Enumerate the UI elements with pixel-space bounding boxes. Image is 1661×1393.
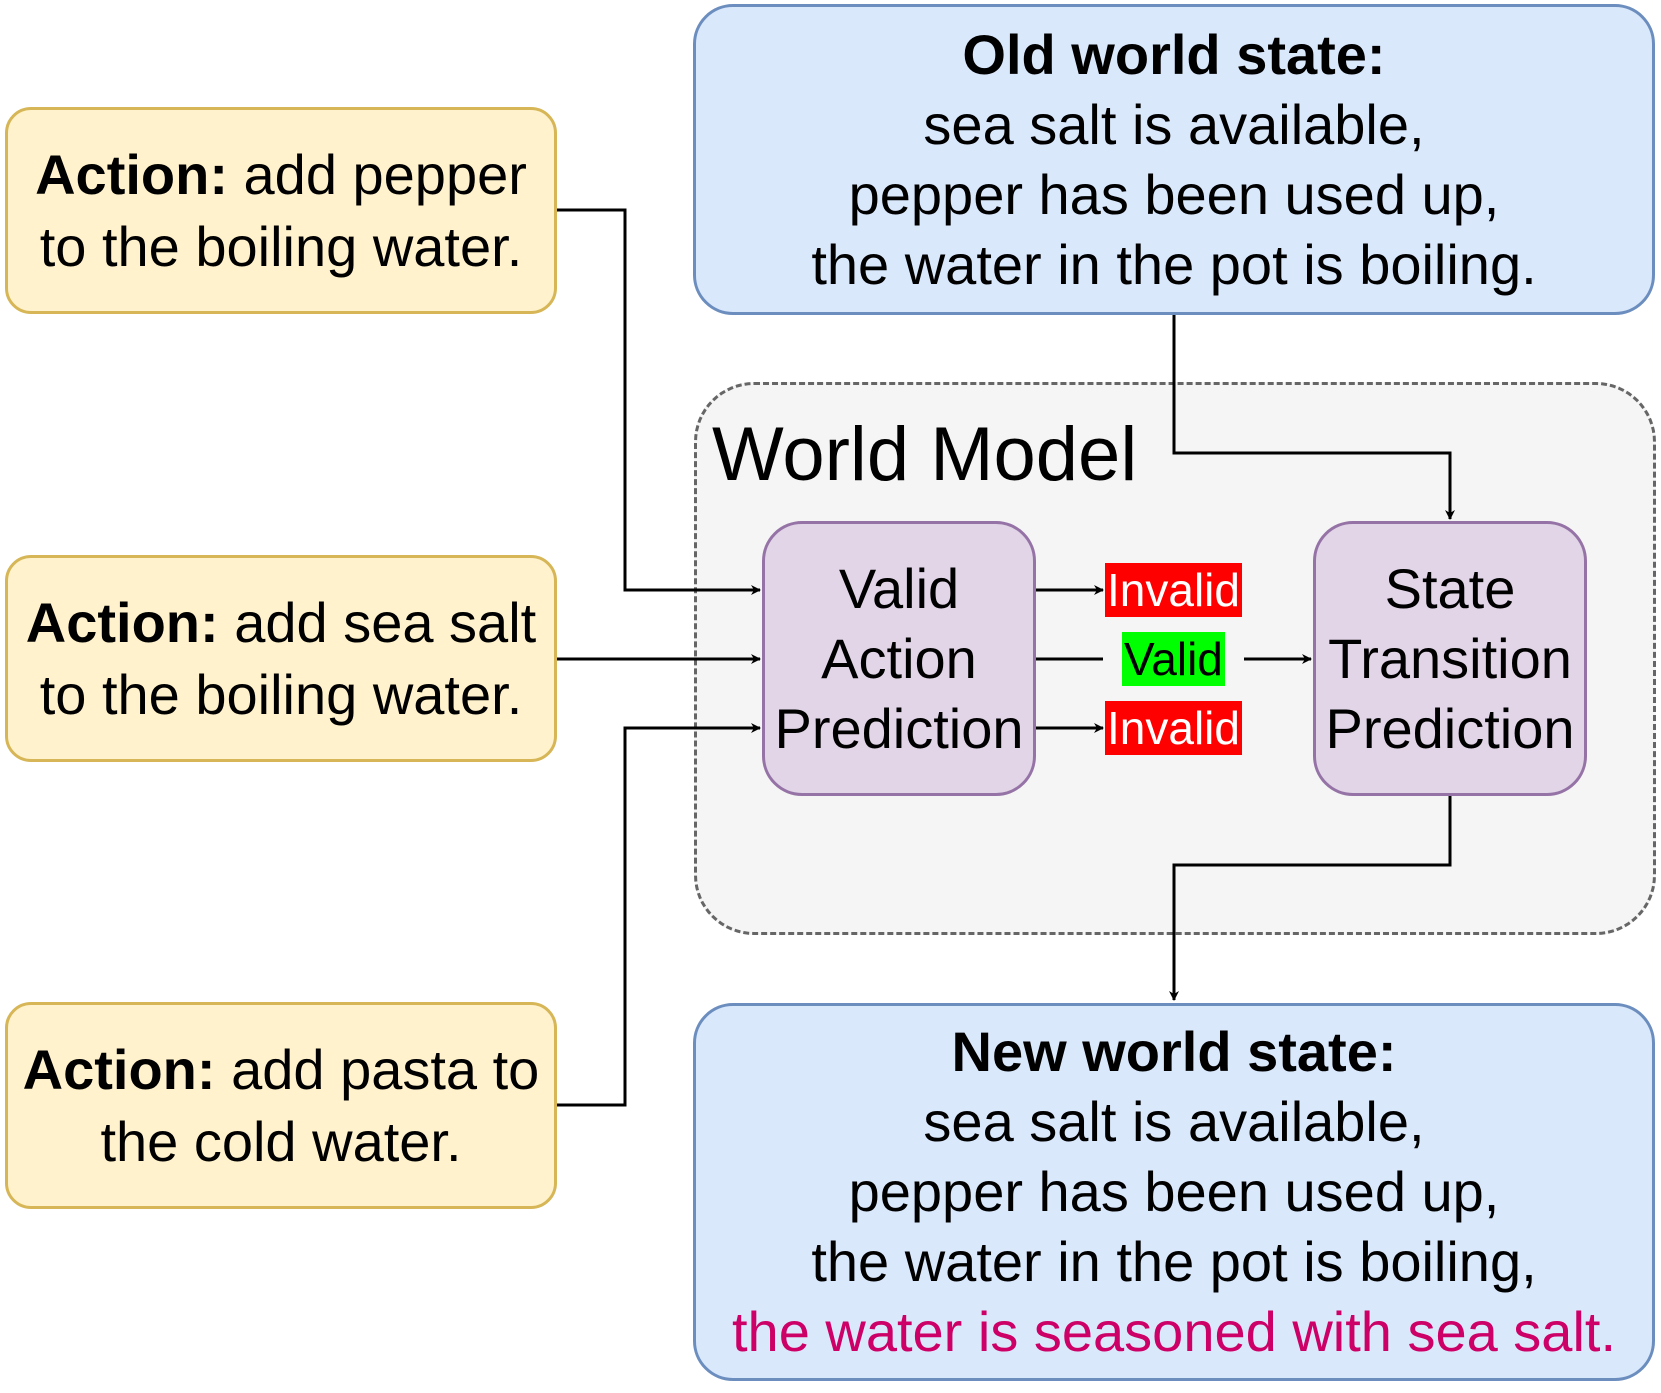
action-text: to the boiling water. — [39, 214, 523, 278]
old-world-state-box: Old world state: sea salt is available, … — [693, 4, 1655, 315]
process-label: Transition — [1328, 626, 1572, 690]
old-state-title: Old world state: — [962, 22, 1386, 86]
edge-action-pasta-to-valid-action — [557, 723, 761, 1107]
new-state-line: sea salt is available, — [923, 1090, 1425, 1153]
old-state-line: pepper has been used up, — [848, 162, 1500, 226]
action-box-sea-salt: Action: add sea salt to the boiling wate… — [5, 555, 557, 762]
new-world-state-box: New world state: sea salt is available, … — [693, 1003, 1655, 1381]
old-state-line: sea salt is available, — [923, 92, 1425, 156]
new-state-line: pepper has been used up, — [848, 1160, 1500, 1223]
state-transition-prediction-box: State Transition Prediction — [1313, 521, 1587, 796]
world-model-title: World Model — [712, 412, 1138, 497]
action-label: Action: — [35, 142, 228, 206]
action-text: to the boiling water. — [39, 662, 523, 726]
process-label: Prediction — [1325, 696, 1575, 760]
action-text: add pepper — [227, 142, 527, 206]
action-box-pepper: Action: add pepper to the boiling water. — [5, 107, 557, 314]
action-box-pasta: Action: add pasta to the cold water. — [5, 1002, 557, 1209]
edge-old-state-to-state-transition — [1172, 315, 1455, 520]
old-state-line: the water in the pot is boiling. — [811, 232, 1537, 296]
new-state-line: the water in the pot is boiling, — [811, 1230, 1537, 1293]
edge-action-pepper-to-valid-action — [557, 208, 761, 595]
new-state-title: New world state: — [951, 1020, 1397, 1083]
action-text: the cold water. — [100, 1109, 462, 1173]
process-label: Valid — [838, 556, 960, 620]
invalid-tag-bottom: Invalid — [1105, 701, 1242, 755]
valid-action-prediction-box: Valid Action Prediction — [762, 521, 1036, 796]
process-label: Prediction — [774, 696, 1024, 760]
edge-state-transition-to-new-state — [1169, 796, 1452, 1001]
process-label: State — [1384, 556, 1516, 620]
action-text: add pasta to — [215, 1037, 540, 1101]
action-text: add sea salt — [218, 590, 537, 654]
process-label: Action — [821, 626, 977, 690]
action-label: Action: — [22, 1037, 216, 1101]
valid-tag: Valid — [1122, 632, 1225, 686]
invalid-tag-top: Invalid — [1105, 563, 1242, 617]
new-state-added-fact: the water is seasoned with sea salt. — [731, 1300, 1617, 1363]
action-label: Action: — [25, 590, 219, 654]
